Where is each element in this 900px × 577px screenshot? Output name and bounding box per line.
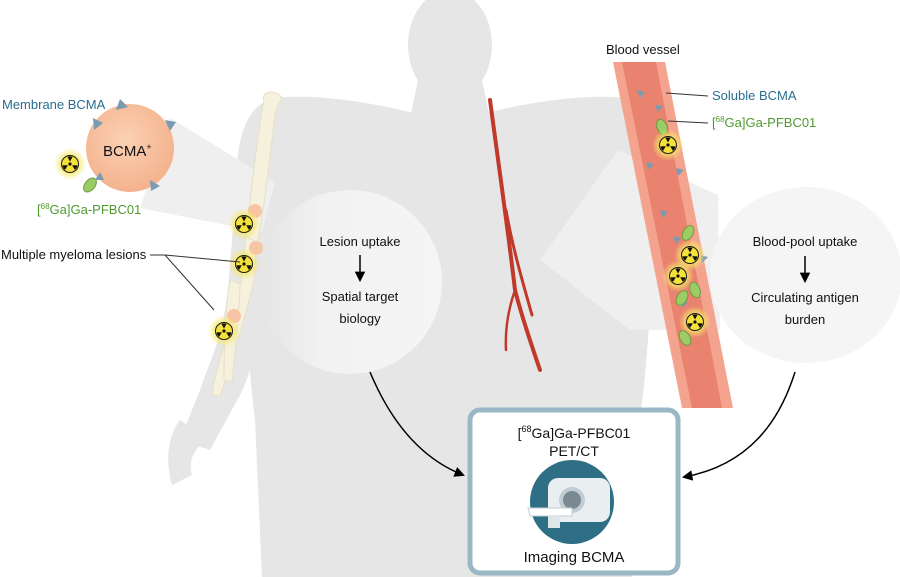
bcma-positive-cell (86, 99, 176, 192)
imaging-tracer-label: [68Ga]Ga-PFBC01 (518, 424, 631, 441)
soluble-bcma-label: Soluble BCMA (712, 88, 797, 103)
myeloma-pointers (150, 254, 241, 311)
blood-pool-uptake-label: Blood-pool uptake (753, 234, 858, 249)
pet-ct-scanner-icon (527, 460, 614, 544)
bcma-cell-label: BCMA+ (103, 142, 152, 160)
bcma-tracer-bound (53, 147, 104, 195)
lesion-2 (227, 241, 263, 281)
tracer-label-right: [68Ga]Ga-PFBC01 (712, 115, 816, 130)
lesion-uptake-label: Lesion uptake (320, 234, 401, 249)
membrane-bcma-label: Membrane BCMA (2, 97, 106, 112)
arrow-lesion-to-imaging (369, 371, 465, 477)
circulating-antigen-label: Circulating antigen (751, 290, 859, 305)
tracer-label-left: [68Ga]Ga-PFBC01 (37, 202, 141, 217)
imaging-bcma-label: Imaging BCMA (524, 549, 625, 566)
spatial-target-label: Spatial target (322, 289, 399, 304)
circulating-burden-label: burden (785, 312, 825, 327)
spatial-biology-label: biology (339, 311, 381, 326)
membrane-bcma-antigens (93, 99, 176, 191)
blood-vessel-label: Blood vessel (606, 42, 680, 57)
lesion-uptake-bubble (258, 190, 442, 374)
pet-ct-label: PET/CT (549, 443, 599, 459)
soluble-pointer (665, 92, 709, 97)
tracer-pointer (667, 120, 709, 124)
myeloma-lesions-label: Multiple myeloma lesions (1, 247, 147, 262)
lesion-3 (207, 309, 241, 348)
arrow-bloodpool-to-imaging (681, 371, 796, 481)
lesion-1 (227, 204, 262, 241)
artery (488, 98, 542, 372)
